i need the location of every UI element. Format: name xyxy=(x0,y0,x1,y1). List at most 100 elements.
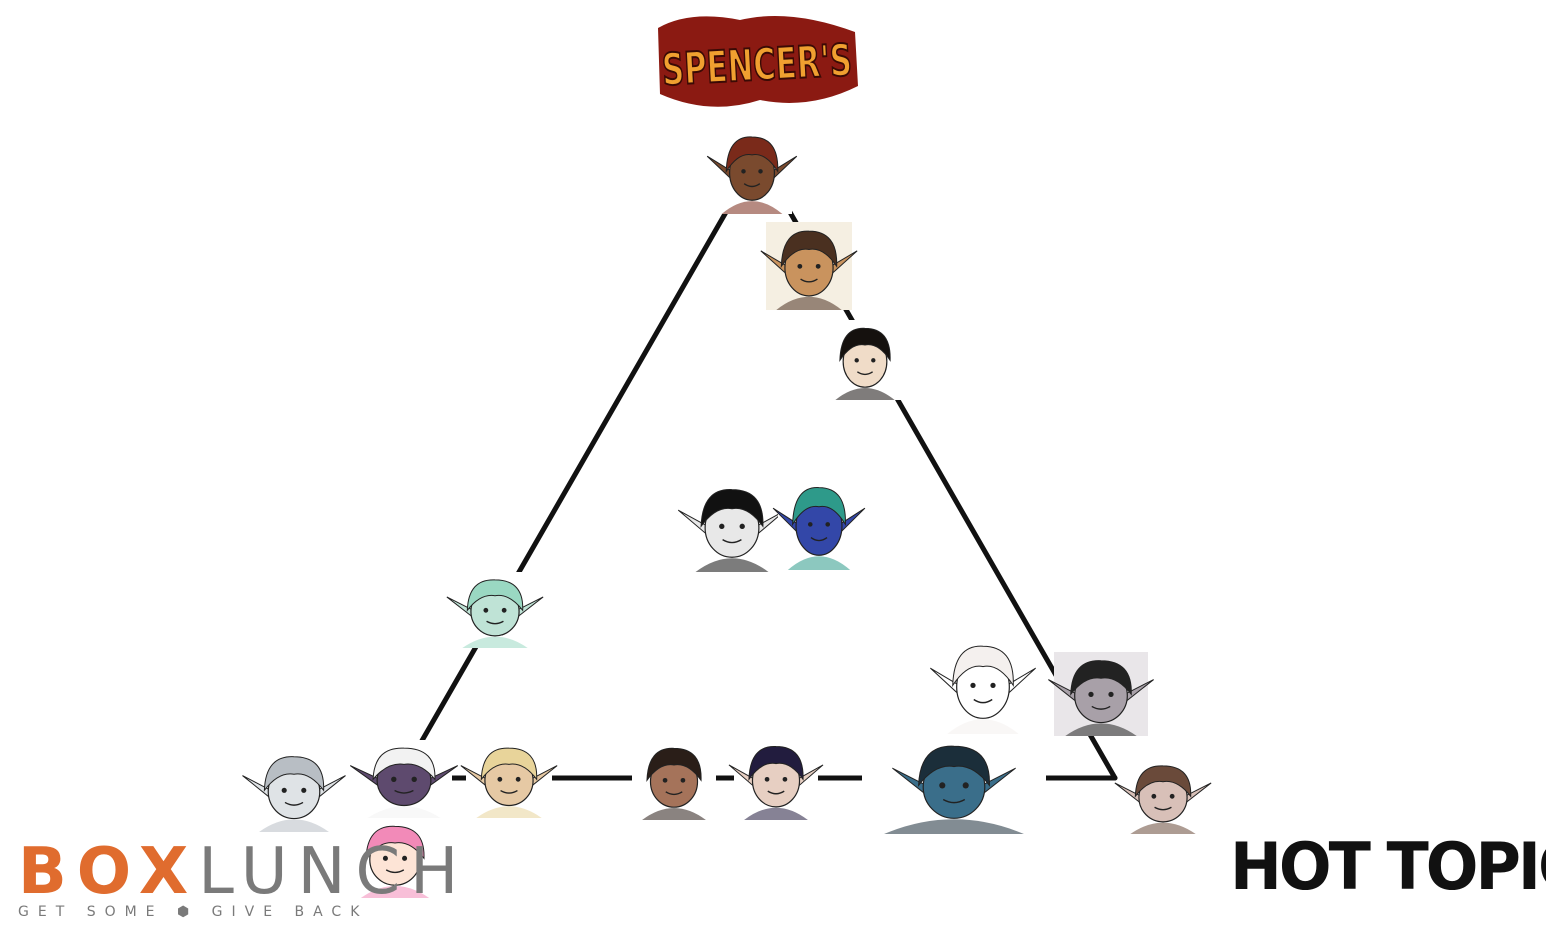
drow-glasses-portrait-right-eye xyxy=(411,776,417,782)
boxlunch-logo: BOXLUNCH GET SOME ⬢ GIVE BACK xyxy=(18,840,458,925)
boxlunch-lunch-text: LUNCH xyxy=(198,835,469,909)
blonde-elf-portrait xyxy=(460,740,558,818)
pink-haired-girl-portrait xyxy=(350,818,440,898)
blonde-elf-portrait-mouth xyxy=(500,789,518,794)
braided-elf-portrait-mouth xyxy=(800,278,818,283)
white-cat-portrait xyxy=(930,636,1036,734)
boxlunch-box-text: BOX xyxy=(18,835,199,909)
black-haired-elf-portrait-left-eye xyxy=(854,358,859,363)
spencers-logo: SPENCER'S xyxy=(650,6,865,118)
boxlunch-tagline: GET SOME ⬢ GIVE BACK xyxy=(18,904,369,920)
white-cat-portrait-left-eye xyxy=(970,682,976,689)
dark-haired-glasses-portrait-right-eye xyxy=(680,777,686,783)
hooded-pale-portrait-shoulders xyxy=(1130,822,1196,834)
drow-glasses-portrait-mouth xyxy=(394,789,414,794)
black-haired-elf-portrait-shoulders xyxy=(835,388,895,400)
blonde-elf-portrait-right-eye xyxy=(515,776,521,782)
blue-skinned-elf-portrait-shoulders xyxy=(884,819,1024,834)
pink-haired-girl-portrait-hair xyxy=(365,825,425,860)
spencers-logo-backdrop xyxy=(658,16,858,107)
boxlunch-wordmark: BOXLUNCH xyxy=(18,840,468,904)
red-haired-elf-portrait-mouth xyxy=(743,183,761,188)
blonde-elf-portrait-hair xyxy=(480,747,538,781)
gray-goblin-portrait-shoulders xyxy=(1065,723,1137,736)
mint-haired-elf-portrait-mouth xyxy=(486,620,504,625)
owl-creature-portrait-right-eye xyxy=(301,787,307,793)
triangle-left-edge xyxy=(409,197,736,761)
character-portraits xyxy=(242,128,1212,898)
white-cat-portrait-mouth xyxy=(973,698,993,704)
drow-glasses-portrait-shoulders xyxy=(367,806,441,818)
red-haired-elf-portrait-left-eye xyxy=(741,169,746,174)
pink-haired-girl-portrait-right-eye xyxy=(402,855,408,861)
braided-elf-portrait-left-eye xyxy=(797,263,803,269)
gray-goblin-portrait-right-eye xyxy=(1108,691,1114,697)
mint-haired-elf-portrait-left-eye xyxy=(483,607,489,613)
dark-haired-glasses-portrait-hair xyxy=(646,747,702,782)
white-cat-portrait-right-eye xyxy=(990,682,996,689)
blue-skinned-elf-portrait-hair xyxy=(918,745,990,787)
owl-creature-portrait-shoulders xyxy=(259,819,329,832)
pink-haired-girl-portrait-mouth xyxy=(385,869,405,874)
dark-haired-glasses-portrait-mouth xyxy=(665,791,683,796)
grayscale-laughing-portrait xyxy=(677,480,787,572)
indigo-haired-portrait-right-eye xyxy=(782,776,788,782)
blue-tiefling-portrait-shoulders xyxy=(787,556,851,570)
grayscale-laughing-portrait-mouth xyxy=(722,539,742,544)
dark-haired-glasses-portrait-left-eye xyxy=(662,777,668,783)
hooded-pale-portrait xyxy=(1114,758,1212,834)
mint-haired-elf-portrait-hair xyxy=(466,579,524,612)
braided-elf-portrait xyxy=(760,222,858,310)
blue-tiefling-portrait-right-eye xyxy=(825,522,831,527)
gray-goblin-portrait-left-eye xyxy=(1088,691,1094,697)
braided-elf-portrait-right-eye xyxy=(815,263,821,269)
dark-haired-glasses-portrait-shoulders xyxy=(642,808,706,820)
blue-skinned-elf-portrait-right-eye xyxy=(962,782,969,789)
indigo-haired-portrait-shoulders xyxy=(744,807,808,820)
red-haired-elf-portrait-hair xyxy=(725,136,779,174)
indigo-haired-portrait-mouth xyxy=(767,790,785,795)
black-haired-elf-portrait-right-eye xyxy=(871,358,876,363)
red-haired-elf-portrait xyxy=(706,128,798,214)
braided-elf-portrait-shoulders xyxy=(776,296,842,310)
blue-skinned-elf-portrait-mouth xyxy=(942,798,966,804)
owl-creature-portrait-mouth xyxy=(284,801,304,806)
red-haired-elf-portrait-shoulders xyxy=(721,201,783,214)
spencers-logo-graphic: SPENCER'S xyxy=(658,16,858,107)
grayscale-laughing-portrait-shoulders xyxy=(695,558,769,572)
grayscale-laughing-portrait-right-eye xyxy=(739,523,745,530)
blonde-elf-portrait-shoulders xyxy=(476,806,542,818)
blonde-elf-portrait-left-eye xyxy=(497,776,503,782)
blue-skinned-elf-portrait-left-eye xyxy=(939,782,946,789)
owl-creature-portrait xyxy=(242,748,346,832)
owl-creature-portrait-left-eye xyxy=(281,787,287,793)
spencers-logo-text: SPENCER'S xyxy=(661,35,853,96)
drow-glasses-portrait xyxy=(349,740,459,818)
drow-glasses-portrait-left-eye xyxy=(391,776,397,782)
white-cat-portrait-shoulders xyxy=(947,719,1019,734)
hooded-pale-portrait-hair xyxy=(1134,765,1192,798)
gray-goblin-portrait-mouth xyxy=(1091,705,1111,710)
black-haired-elf-portrait-mouth xyxy=(856,371,874,376)
braided-elf-portrait-hair xyxy=(780,230,838,269)
dark-haired-glasses-portrait xyxy=(632,740,716,820)
indigo-haired-portrait xyxy=(728,738,824,820)
pink-haired-girl-portrait-shoulders xyxy=(360,886,430,898)
hooded-pale-portrait-mouth xyxy=(1154,806,1172,811)
indigo-haired-portrait-left-eye xyxy=(764,776,770,782)
blue-tiefling-portrait-hair xyxy=(792,487,846,527)
gray-goblin-portrait xyxy=(1048,652,1154,736)
hooded-pale-portrait-left-eye xyxy=(1151,793,1157,799)
mint-haired-elf-portrait-right-eye xyxy=(501,607,507,613)
hottopic-logo: HOT TOPIC® xyxy=(1230,834,1546,899)
gray-goblin-portrait-hair xyxy=(1070,660,1132,696)
mint-haired-elf-portrait xyxy=(446,572,544,648)
hooded-pale-portrait-right-eye xyxy=(1169,793,1175,799)
grayscale-laughing-portrait-hair xyxy=(700,489,764,529)
blue-tiefling-portrait-mouth xyxy=(810,537,828,542)
white-cat-portrait-hair xyxy=(952,645,1014,688)
blue-tiefling-portrait-left-eye xyxy=(807,522,813,527)
grayscale-laughing-portrait-left-eye xyxy=(719,523,725,530)
blue-skinned-elf-portrait xyxy=(862,736,1046,834)
